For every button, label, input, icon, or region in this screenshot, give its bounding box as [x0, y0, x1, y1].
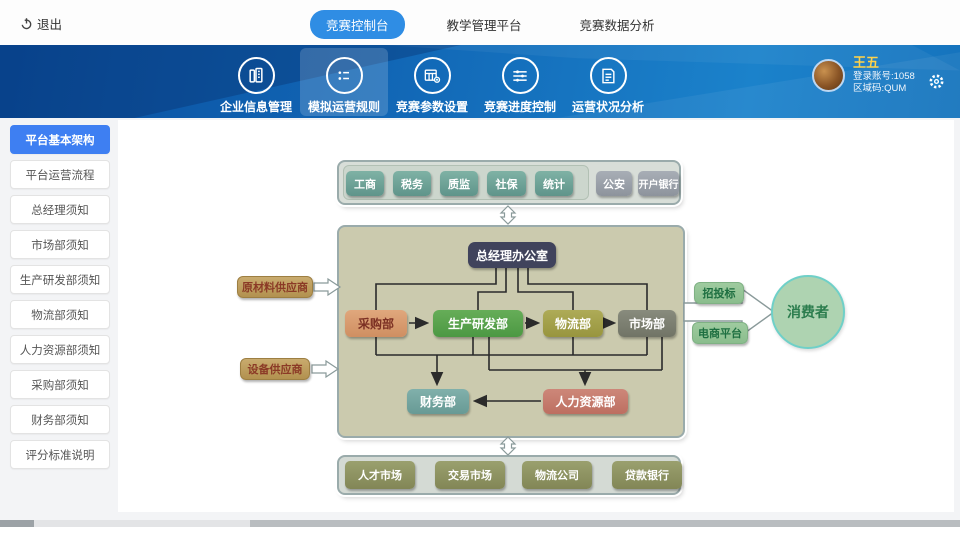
nav-operation-analysis[interactable]: 运营状况分析: [564, 48, 652, 116]
nav-competition-params[interactable]: 竞赛参数设置: [388, 48, 476, 116]
node-loan-bank[interactable]: 贷款银行: [612, 461, 682, 489]
sidebar-item-purchasing-notice[interactable]: 采购部须知: [10, 370, 110, 399]
supplier-arrow-icon: [313, 277, 342, 297]
tab-competition-console[interactable]: 竞赛控制台: [310, 10, 405, 39]
nav-label: 企业信息管理: [219, 100, 292, 114]
nav-competition-progress[interactable]: 竞赛进度控制: [476, 48, 564, 116]
nav-label: 模拟运营规则: [307, 100, 380, 114]
double-arrow-icon: [499, 205, 517, 225]
nav-label: 竞赛进度控制: [483, 100, 556, 114]
scrollbar-thumb[interactable]: [250, 520, 960, 527]
rules-list-icon: [325, 57, 363, 94]
node-taxation[interactable]: 税务: [393, 171, 431, 196]
sidebar-item-logistics-notice[interactable]: 物流部须知: [10, 300, 110, 329]
sidebar-item-rnd-notice[interactable]: 生产研发部须知: [10, 265, 110, 294]
nav-simulation-rules[interactable]: 模拟运营规则: [300, 48, 388, 116]
node-industry-commerce[interactable]: 工商: [346, 171, 384, 196]
nav-label: 竞赛参数设置: [395, 100, 468, 114]
node-logistics-dept[interactable]: 物流部: [543, 310, 603, 337]
node-purchasing-dept[interactable]: 采购部: [345, 310, 407, 337]
sidebar-menu: 平台基本架构 平台运营流程 总经理须知 市场部须知 生产研发部须知 物流部须知 …: [10, 125, 110, 475]
logout-label: 退出: [37, 18, 63, 32]
node-opening-bank[interactable]: 开户银行: [638, 171, 679, 196]
node-quality-supervision[interactable]: 质监: [440, 171, 478, 196]
avatar[interactable]: [812, 58, 845, 92]
double-arrow-icon: [499, 436, 517, 456]
settings-gear-icon[interactable]: [928, 73, 945, 95]
user-profile[interactable]: 王五 登录账号:1058 区域码:QUM: [812, 55, 915, 95]
node-bidding[interactable]: 招投标: [694, 282, 744, 304]
sidebar-item-marketing-notice[interactable]: 市场部须知: [10, 230, 110, 259]
node-finance-dept[interactable]: 财务部: [407, 389, 469, 414]
node-logistics-company[interactable]: 物流公司: [522, 461, 592, 489]
building-icon: [237, 57, 275, 94]
horizontal-scrollbar[interactable]: [0, 520, 960, 527]
sidebar-item-platform-structure[interactable]: 平台基本架构: [10, 125, 110, 154]
node-marketing-dept[interactable]: 市场部: [618, 310, 676, 337]
node-consumer[interactable]: 消费者: [771, 275, 845, 349]
sidebar-item-scoring-notes[interactable]: 评分标准说明: [10, 440, 110, 469]
user-info: 王五 登录账号:1058 区域码:QUM: [853, 55, 915, 95]
sidebar-item-gm-notice[interactable]: 总经理须知: [10, 195, 110, 224]
params-table-icon: [413, 57, 451, 94]
sidebar-item-finance-notice[interactable]: 财务部须知: [10, 405, 110, 434]
main-tabs: 竞赛控制台 教学管理平台 竞赛数据分析: [310, 10, 671, 39]
node-social-security[interactable]: 社保: [487, 171, 526, 196]
node-talent-market[interactable]: 人才市场: [345, 461, 415, 489]
user-name: 王五: [853, 55, 880, 70]
org-connectors: [311, 205, 776, 456]
diagram-panel: 工商 税务 质监 社保 统计 公安 开户银行 总经理办公室 采购部 生产研发部 …: [118, 120, 954, 512]
node-ecommerce-platform[interactable]: 电商平台: [692, 322, 748, 344]
node-rnd-dept[interactable]: 生产研发部: [433, 310, 523, 337]
user-region: 区域码:QUM: [853, 83, 907, 95]
node-gm-office[interactable]: 总经理办公室: [468, 242, 556, 268]
node-public-security[interactable]: 公安: [596, 171, 632, 196]
supplier-arrow-icon: [311, 359, 340, 379]
user-account: 登录账号:1058: [853, 71, 915, 83]
top-tab-bar: 退出 竞赛控制台 教学管理平台 竞赛数据分析: [0, 0, 960, 45]
node-statistics[interactable]: 统计: [535, 171, 573, 196]
node-trading-market[interactable]: 交易市场: [435, 461, 505, 489]
tab-teaching-platform[interactable]: 教学管理平台: [446, 19, 522, 33]
report-doc-icon: [589, 57, 627, 94]
node-equipment-supplier[interactable]: 设备供应商: [240, 358, 310, 380]
power-icon: [21, 18, 32, 30]
nav-label: 运营状况分析: [571, 100, 644, 114]
logout-button[interactable]: 退出: [20, 14, 62, 33]
scrollbar-thumb[interactable]: [0, 520, 34, 527]
header-banner: [0, 45, 960, 118]
node-raw-material-supplier[interactable]: 原材料供应商: [237, 276, 313, 298]
header-nav: 企业信息管理 模拟运营规则 竞赛参数设置 竞赛进度控: [212, 45, 652, 118]
sidebar-item-platform-flow[interactable]: 平台运营流程: [10, 160, 110, 189]
sidebar-item-hr-notice[interactable]: 人力资源部须知: [10, 335, 110, 364]
node-hr-dept[interactable]: 人力资源部: [543, 389, 628, 414]
progress-sliders-icon: [501, 57, 539, 94]
nav-enterprise-info[interactable]: 企业信息管理: [212, 48, 300, 116]
tab-competition-data[interactable]: 竞赛数据分析: [579, 19, 655, 33]
